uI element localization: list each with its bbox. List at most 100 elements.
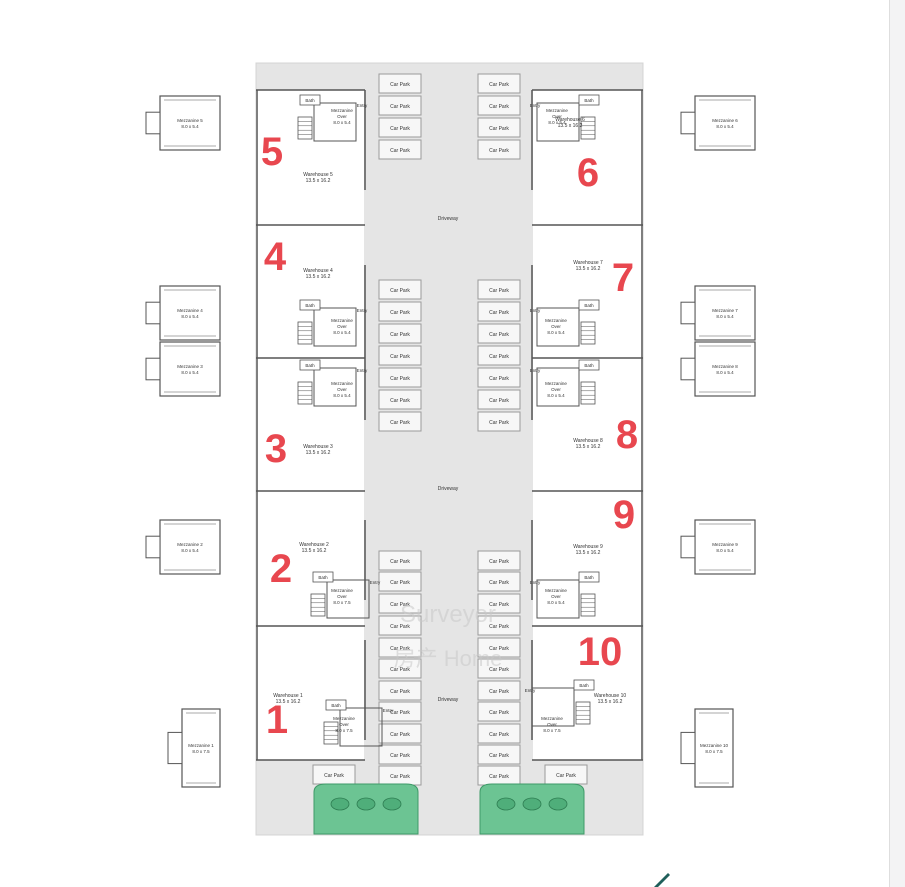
bath-label: Bath <box>584 575 594 580</box>
mezzanine-over-outline <box>536 307 580 347</box>
warehouse-size: 13.5 x 16.2 <box>598 699 623 705</box>
mezzanine-plan-outline <box>159 341 221 397</box>
shrub <box>356 797 376 811</box>
car-park-bay <box>477 550 521 571</box>
warehouse-floor <box>256 626 364 760</box>
car-park-label: Car Park <box>489 126 509 132</box>
car-park-label: Car Park <box>390 354 410 360</box>
mezzanine-plan <box>680 285 756 341</box>
entry-label: Entry <box>530 308 541 313</box>
car-park-label: Car Park <box>390 602 410 608</box>
car-park-label: Car Park <box>390 288 410 294</box>
mezzanine-over-label: Mezzanine <box>545 588 567 593</box>
mezzanine-plan-outline <box>694 708 734 788</box>
vertical-scrollbar[interactable] <box>889 0 905 887</box>
car-park-label: Car Park <box>390 376 410 382</box>
car-park-bay <box>378 279 422 300</box>
warehouse-size: 13.5 x 16.2 <box>276 699 301 705</box>
mezzanine-plan-size: 8.0 x 5.4 <box>716 548 734 553</box>
entry-label: Entry <box>530 103 541 108</box>
bath-label: Bath <box>579 683 589 688</box>
unit-number: 7 <box>612 256 634 300</box>
warehouse-name: Warehouse 5 <box>303 172 333 178</box>
mezzanine-plan-outline <box>159 519 221 575</box>
mezzanine-stair-landing <box>167 731 183 765</box>
bath-label: Bath <box>331 703 341 708</box>
mezzanine-over-outline <box>313 367 357 407</box>
bath-label: Bath <box>305 303 315 308</box>
mezzanine-plan-outline <box>159 285 221 341</box>
bath-room <box>312 571 334 583</box>
bath-room <box>573 679 595 691</box>
bath-label: Bath <box>305 98 315 103</box>
mezzanine-over-label: Over <box>337 594 347 599</box>
stairs <box>580 116 596 140</box>
mezzanine-plan-size: 8.0 x 5.4 <box>181 548 199 553</box>
mezzanine-over-size: 8.0 x 7.5 <box>333 600 351 605</box>
mezzanine-plan-size: 8.0 x 5.4 <box>716 314 734 319</box>
mezzanine-plan <box>145 285 221 341</box>
car-park-bay <box>477 95 521 116</box>
stairs <box>580 381 596 405</box>
car-park-label: Car Park <box>489 82 509 88</box>
car-park-label: Car Park <box>390 420 410 426</box>
mezzanine-plan-outline <box>159 95 221 151</box>
car-park-label: Car Park <box>390 559 410 565</box>
mezzanine-plan <box>680 95 756 151</box>
car-park-label: Car Park <box>489 354 509 360</box>
unit-number: 2 <box>270 547 292 591</box>
car-park-label: Car Park <box>390 646 410 652</box>
car-park-bay <box>378 744 422 765</box>
mezzanine-plan <box>680 341 756 397</box>
warehouse-name: Warehouse 1 <box>273 693 303 699</box>
bath-room <box>299 94 321 106</box>
mezzanine-over-outline <box>313 307 357 347</box>
mezzanine-over-label: Mezzanine <box>331 108 353 113</box>
car-park-label: Car Park <box>489 667 509 673</box>
bath-room <box>578 299 600 311</box>
mezzanine-over-label: Over <box>551 387 561 392</box>
warehouse-name: Warehouse 4 <box>303 268 333 274</box>
mezzanine-stair-landing <box>680 111 696 135</box>
watermark-text: Surveyor <box>400 601 496 628</box>
car-park-label: Car Park <box>489 398 509 404</box>
car-park-label: Car Park <box>390 580 410 586</box>
warehouse-size: 13.5 x 16.2 <box>306 178 331 184</box>
bath-room <box>578 359 600 371</box>
car-park-bay <box>378 701 422 722</box>
warehouse-name: Warehouse 7 <box>573 260 603 266</box>
warehouse-floor <box>533 225 643 358</box>
car-park-bay <box>477 658 521 679</box>
car-park-bay <box>477 389 521 410</box>
car-park-label: Car Park <box>390 732 410 738</box>
car-park-bay <box>378 73 422 94</box>
car-park-label: Car Park <box>390 398 410 404</box>
stairs <box>323 721 339 745</box>
mezzanine-over-size: 8.0 x 5.4 <box>547 330 565 335</box>
mezzanine-stair-landing <box>145 301 161 325</box>
mezzanine-over-label: Mezzanine <box>331 381 353 386</box>
car-park-bay <box>477 593 521 614</box>
stairs <box>297 381 313 405</box>
mezzanine-plan-size: 8.0 x 5.4 <box>716 370 734 375</box>
car-park-label: Car Park <box>489 148 509 154</box>
mezzanine-over-label: Mezzanine <box>545 381 567 386</box>
car-park-label: Car Park <box>390 774 410 780</box>
unit-number: 10 <box>578 630 623 674</box>
mezzanine-over-outline <box>313 102 357 142</box>
car-park-label: Car Park <box>390 126 410 132</box>
warehouse-floor <box>256 225 364 358</box>
car-park-label: Car Park <box>390 310 410 316</box>
mezzanine-over-size: 8.0 x 5.4 <box>333 330 351 335</box>
stairs <box>297 321 313 345</box>
mezzanine-over-size: 8.0 x 5.4 <box>548 120 566 125</box>
mezzanine-plan-outline <box>694 341 756 397</box>
entry-label: Entry <box>383 708 394 713</box>
mezzanine-over-outline <box>326 579 370 619</box>
car-park-bay <box>378 593 422 614</box>
warehouse-floor <box>256 491 364 626</box>
mezzanine-over-label: Over <box>337 324 347 329</box>
warehouse-floor <box>533 90 643 225</box>
mezzanine-plan-outline <box>181 708 221 788</box>
